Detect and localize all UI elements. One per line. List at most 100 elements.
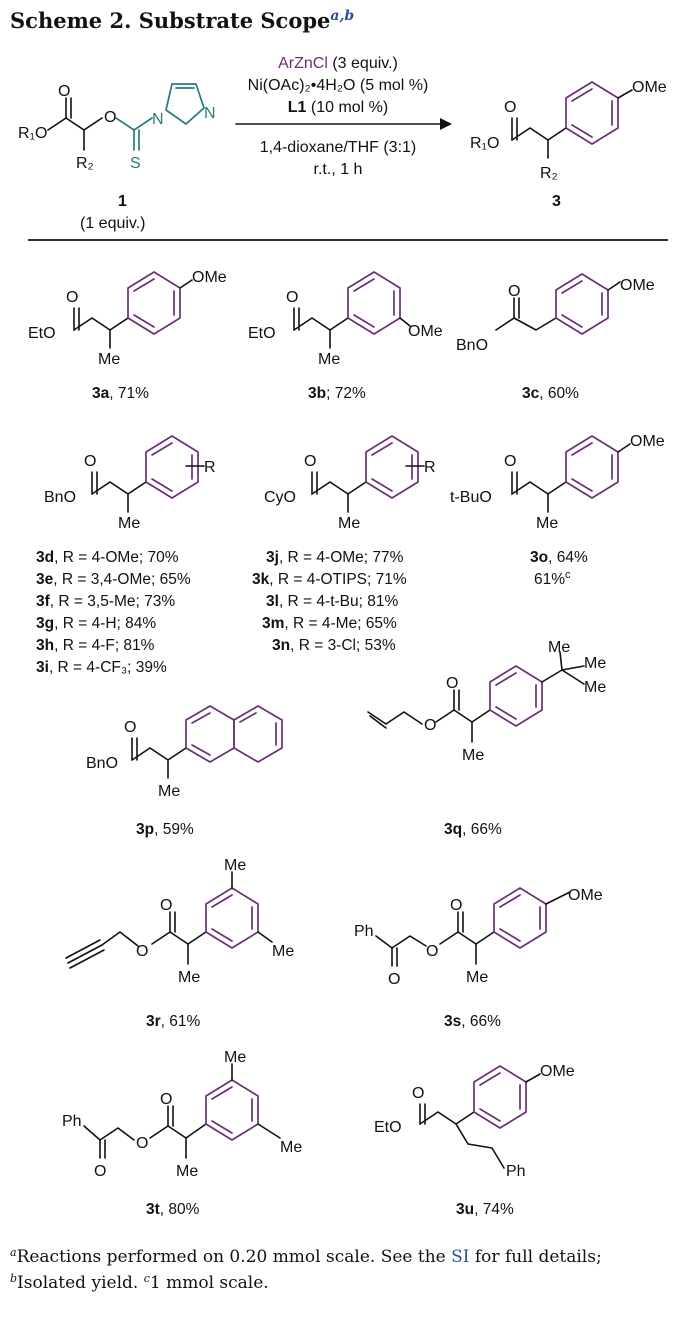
atom-me: Me bbox=[280, 1139, 302, 1156]
atom-ph: Ph bbox=[62, 1113, 82, 1130]
atom-ome: OMe bbox=[568, 887, 603, 904]
atom-o: O bbox=[388, 971, 400, 988]
atom-o: O bbox=[426, 943, 438, 960]
caption-3p: 3p, 59% bbox=[136, 821, 194, 838]
caption-3t: 3t, 80% bbox=[146, 1201, 200, 1218]
sm-label: 1 bbox=[118, 193, 127, 210]
atom-o: O bbox=[160, 1091, 172, 1108]
caption-3s: 3s, 66% bbox=[444, 1013, 501, 1030]
atom-me: Me bbox=[272, 943, 294, 960]
atom-ome: OMe bbox=[632, 79, 667, 96]
atom-ome: OMe bbox=[540, 1063, 575, 1080]
atom-ome: OMe bbox=[192, 269, 227, 286]
caption-3h: 3h, R = 4-F; 81% bbox=[36, 637, 155, 654]
structure-3u: O EtO Ph OMe bbox=[374, 1063, 575, 1180]
structure-3t: Ph O O O Me Me Me bbox=[62, 1049, 302, 1180]
atom-ph: Ph bbox=[354, 923, 374, 940]
atom-me: Me bbox=[176, 1163, 198, 1180]
atom-o: O bbox=[136, 943, 148, 960]
atom-eto: EtO bbox=[374, 1119, 402, 1136]
atom-ome: OMe bbox=[630, 433, 665, 450]
atom-o: O bbox=[450, 897, 462, 914]
atom-o: O bbox=[412, 1085, 424, 1102]
caption-3l: 3l, R = 4-t-Bu; 81% bbox=[266, 593, 398, 610]
atom-me: Me bbox=[462, 747, 484, 764]
atom-o: O bbox=[58, 83, 70, 100]
atom-ph: Ph bbox=[506, 1163, 526, 1180]
caption-3b: 3b; 72% bbox=[308, 385, 366, 402]
caption-3n: 3n, R = 3-Cl; 53% bbox=[272, 637, 396, 654]
caption-3k: 3k, R = 4-OTIPS; 71% bbox=[252, 571, 407, 588]
atom-o: O bbox=[286, 289, 298, 306]
footnote-b-c: bIsolated yield. c1 mmol scale. bbox=[10, 1272, 269, 1293]
atom-me: Me bbox=[584, 655, 606, 672]
product-3-structure: O R₁O R₂ OMe bbox=[470, 79, 667, 182]
atom-me: Me bbox=[584, 679, 606, 696]
atom-me: Me bbox=[224, 1049, 246, 1066]
atom-s: S bbox=[130, 155, 141, 172]
atom-o: O bbox=[504, 99, 516, 116]
ligand: L1 (10 mol %) bbox=[288, 99, 388, 116]
atom-bno: BnO bbox=[44, 489, 76, 506]
sm-equiv: (1 equiv.) bbox=[80, 215, 146, 232]
caption-3r: 3r, 61% bbox=[146, 1013, 201, 1030]
atom-o: O bbox=[304, 453, 316, 470]
atom-o: O bbox=[84, 453, 96, 470]
scheme-title: Scheme 2. Substrate Scopea,b bbox=[10, 8, 354, 33]
atom-n: N bbox=[152, 111, 164, 128]
atom-r: R bbox=[424, 459, 436, 476]
structure-3s: Ph O O O Me OMe bbox=[354, 887, 603, 988]
atom-n: N bbox=[204, 105, 216, 122]
atom-eto: EtO bbox=[28, 325, 56, 342]
atom-ome: OMe bbox=[408, 323, 443, 340]
product-label: 3 bbox=[552, 193, 561, 210]
atom-r: R bbox=[204, 459, 216, 476]
atom-eto: EtO bbox=[248, 325, 276, 342]
caption-3o-alt: 61%c bbox=[534, 569, 571, 588]
caption-3g: 3g, R = 4-H; 84% bbox=[36, 615, 156, 632]
reagent-arznc1: ArZnCl (3 equiv.) bbox=[278, 55, 398, 72]
structure-3p: O BnO Me bbox=[86, 705, 283, 800]
atom-o: O bbox=[446, 675, 458, 692]
caption-3u: 3u, 74% bbox=[456, 1201, 514, 1218]
atom-o: O bbox=[136, 1135, 148, 1152]
caption-3a: 3a, 71% bbox=[92, 385, 149, 402]
caption-3d: 3d, R = 4-OMe; 70% bbox=[36, 549, 179, 566]
atom-me: Me bbox=[318, 351, 340, 368]
atom-tbuo: t-BuO bbox=[450, 489, 492, 506]
caption-3j: 3j, R = 4-OMe; 77% bbox=[266, 549, 404, 566]
footnote-a: aReactions performed on 0.20 mmol scale.… bbox=[10, 1246, 602, 1267]
atom-o: O bbox=[104, 109, 116, 126]
atom-me: Me bbox=[338, 515, 360, 532]
structure-3a: O EtO Me OMe bbox=[28, 269, 227, 368]
structure-3o: O t-BuO Me OMe bbox=[450, 433, 665, 532]
atom-o: O bbox=[508, 283, 520, 300]
si-link[interactable]: SI bbox=[451, 1247, 469, 1267]
atom-bno: BnO bbox=[456, 337, 488, 354]
atom-o: O bbox=[160, 897, 172, 914]
atom-me: Me bbox=[466, 969, 488, 986]
caption-3f: 3f, R = 3,5-Me; 73% bbox=[36, 593, 175, 610]
caption-3q: 3q, 66% bbox=[444, 821, 502, 838]
caption-3c: 3c, 60% bbox=[522, 385, 579, 402]
structure-3j-3n: O CyO Me R bbox=[264, 435, 436, 532]
atom-me: Me bbox=[536, 515, 558, 532]
atom-me: Me bbox=[98, 351, 120, 368]
atom-o: O bbox=[504, 453, 516, 470]
structure-3q: O O Me Me Me Me bbox=[367, 639, 606, 764]
structure-3b: O EtO Me OMe bbox=[248, 271, 443, 368]
caption-3m: 3m, R = 4-Me; 65% bbox=[262, 615, 397, 632]
conditions: r.t., 1 h bbox=[314, 161, 363, 178]
structure-3d-3i: O BnO Me R bbox=[44, 435, 216, 532]
atom-me: Me bbox=[224, 857, 246, 874]
structure-3c: O BnO OMe bbox=[456, 273, 655, 354]
atom-o: O bbox=[94, 1163, 106, 1180]
atom-me: Me bbox=[158, 783, 180, 800]
atom-r2: R₂ bbox=[540, 165, 558, 182]
arrow-head bbox=[440, 118, 452, 130]
caption-3i: 3i, R = 4-CF₃; 39% bbox=[36, 659, 167, 676]
atom-r1o: R₁O bbox=[470, 135, 499, 152]
atom-cyo: CyO bbox=[264, 489, 296, 506]
